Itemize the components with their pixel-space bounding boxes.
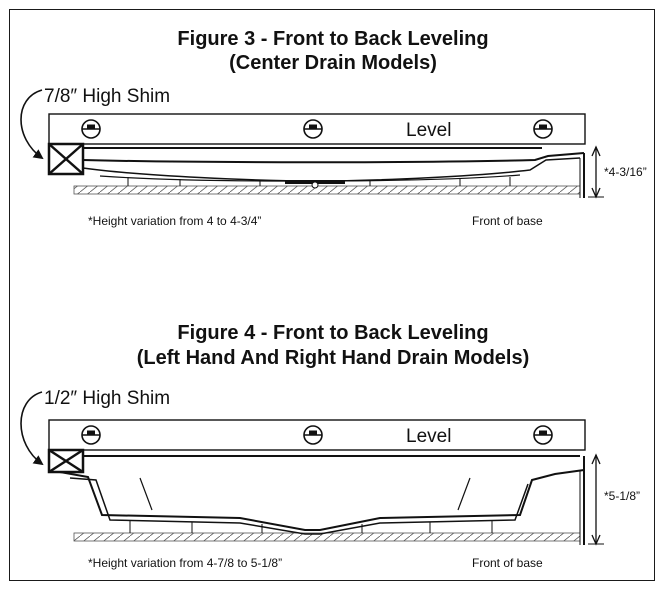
figure4-shim-arrow xyxy=(20,391,44,466)
figure3-shim-arrow xyxy=(20,89,44,160)
figure3-bubble-vial-right xyxy=(533,119,553,139)
figure3-dimension xyxy=(588,145,604,199)
figure3-floor xyxy=(73,185,581,195)
figure4-dimension-label: *5-1/8” xyxy=(604,489,640,503)
figure4-bubble-vial-right xyxy=(533,425,553,445)
figure3-title-line2: (Center Drain Models) xyxy=(229,52,437,74)
figure3-shim-label: 7/8″ High Shim xyxy=(44,86,170,107)
figure4-dimension xyxy=(588,453,604,546)
figure4-level-label: Level xyxy=(406,426,451,447)
figure4-floor xyxy=(73,532,581,542)
figure4-shower-base xyxy=(59,455,585,545)
figure4-title-line1: Figure 4 - Front to Back Leveling xyxy=(177,322,489,344)
figure3-bubble-vial-center xyxy=(303,119,323,139)
figure4-shim-label: 1/2″ High Shim xyxy=(44,388,170,409)
figure3-note: *Height variation from 4 to 4-3/4” xyxy=(88,214,261,228)
figure4-front-label: Front of base xyxy=(472,556,543,570)
figure3-bubble-vial-left xyxy=(81,119,101,139)
figure4-shim-block xyxy=(47,448,85,474)
figure3-front-label: Front of base xyxy=(472,214,543,228)
figure4-bubble-vial-center xyxy=(303,425,323,445)
figure4-title-line2: (Left Hand And Right Hand Drain Models) xyxy=(136,347,530,369)
figure3-diagram: 7/8″ High Shim Level xyxy=(20,86,647,228)
figure3-level-label: Level xyxy=(406,120,451,141)
figure3-shim-block xyxy=(47,142,85,176)
figure3-title-line1: Figure 3 - Front to Back Leveling xyxy=(177,28,489,50)
figure4-bubble-vial-left xyxy=(81,425,101,445)
figure3-dimension-label: *4-3/16” xyxy=(604,165,647,179)
figure4-note: *Height variation from 4-7/8 to 5-1/8” xyxy=(88,556,282,570)
diagram-frame xyxy=(9,9,655,581)
figure3-shower-base xyxy=(82,147,585,198)
figure4-diagram: 1/2″ High Shim Level xyxy=(20,388,640,570)
